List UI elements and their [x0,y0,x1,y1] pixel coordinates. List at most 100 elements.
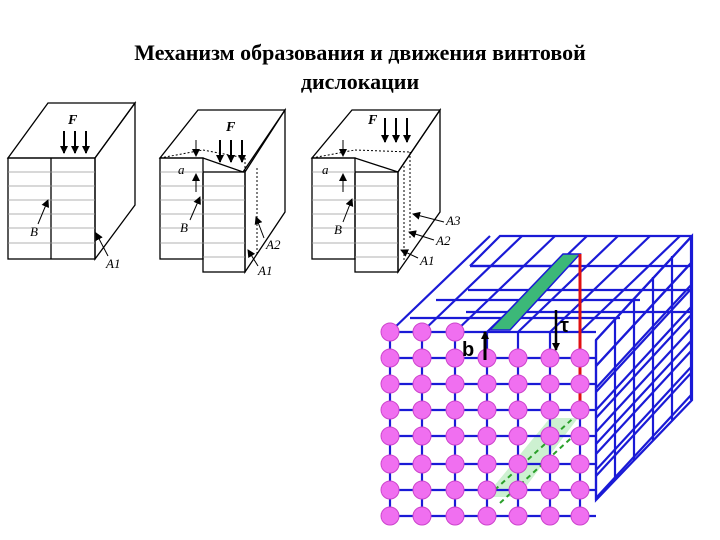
block-3-force-arrows [381,118,411,143]
atom [477,400,497,420]
atom [380,374,400,394]
side-grid-diagonal [595,393,693,499]
block-3-label-a1: A1 [419,253,434,268]
atom [570,426,590,446]
block-2-label-a2: A2 [265,237,281,252]
top-grid-diagonal [421,235,523,333]
atom [477,506,497,526]
atom [540,348,560,368]
atom [540,480,560,500]
block-1-side-face [94,101,136,261]
side-grid-row [595,287,693,393]
atom [477,348,497,368]
block-3-force-label: F [367,113,378,128]
atom [477,426,497,446]
atom [445,454,465,474]
atom [412,348,432,368]
atom [412,480,432,500]
block-3-label-b: B [334,222,342,237]
block-3-label-a3: A3 [445,213,461,228]
atom [412,454,432,474]
atom [540,506,560,526]
atom [508,454,528,474]
top-grid-diagonal [579,235,681,333]
block-1-diagram [6,101,137,261]
block-1-force-label: F [67,113,78,128]
dislocation-dashed [487,411,581,497]
block-2-force-label: F [225,120,236,135]
side-grid-row [595,235,693,341]
atom [445,506,465,526]
atom [412,506,432,526]
side-grid-diagonal [595,283,693,389]
block-1-hatching [8,171,95,244]
slide-title: Механизм образования и движения винтовой… [0,38,720,96]
burgers-vector-label: b [462,339,474,361]
side-grid-row [595,365,693,471]
side-grid-diagonal [595,327,693,433]
atom [412,426,432,446]
atom [540,400,560,420]
top-grid-diagonal [389,235,491,333]
atom [380,400,400,420]
atom [445,348,465,368]
atom [540,426,560,446]
atom [412,400,432,420]
atom [380,454,400,474]
atom [540,454,560,474]
shear-stress-label: τ [560,315,569,337]
block-3-label-a2: A2 [435,233,451,248]
side-grid-diagonal [595,305,693,411]
atom [508,348,528,368]
block-2-diagram [158,107,287,275]
side-grid-diagonal [595,261,693,367]
title-line-1: Механизм образования и движения винтовой [134,40,586,65]
block-2-force-arrows [216,140,246,163]
atom [380,348,400,368]
atom [380,506,400,526]
atom [445,322,465,342]
block-3-hatching [312,171,398,258]
lattice-diagram [380,233,694,526]
block-3-label-a: a [322,162,329,177]
block-3-diagram [310,107,445,275]
top-grid-diagonal [549,235,651,333]
atom [445,480,465,500]
atom [570,454,590,474]
atom [477,374,497,394]
top-grid-diagonal [454,235,556,333]
block-2-label-b: B [180,220,188,235]
atom-grid [380,322,590,526]
atom [508,374,528,394]
atom [380,480,400,500]
block-3-right-front [354,171,399,273]
side-grid-row [595,339,693,445]
atom [380,426,400,446]
block-1-force-arrows [60,131,90,154]
block-2-label-a1: A1 [257,263,272,278]
atom [570,480,590,500]
atom [570,506,590,526]
atom [570,400,590,420]
atom [508,426,528,446]
block-1-top-face [6,102,137,159]
block-1-label-b: B [30,224,38,239]
atom [508,480,528,500]
block-1-label-a1: A1 [105,256,120,271]
atom [508,506,528,526]
atom [412,322,432,342]
atom [477,480,497,500]
atom [570,374,590,394]
atom [570,348,590,368]
atom [477,454,497,474]
atom [445,374,465,394]
side-grid-row [595,313,693,419]
side-grid-diagonal [595,371,693,477]
atom [540,374,560,394]
side-grid-diagonal [595,349,693,455]
block-2-label-a: a [178,162,185,177]
atom [380,322,400,342]
block-2-right-front [202,171,246,273]
